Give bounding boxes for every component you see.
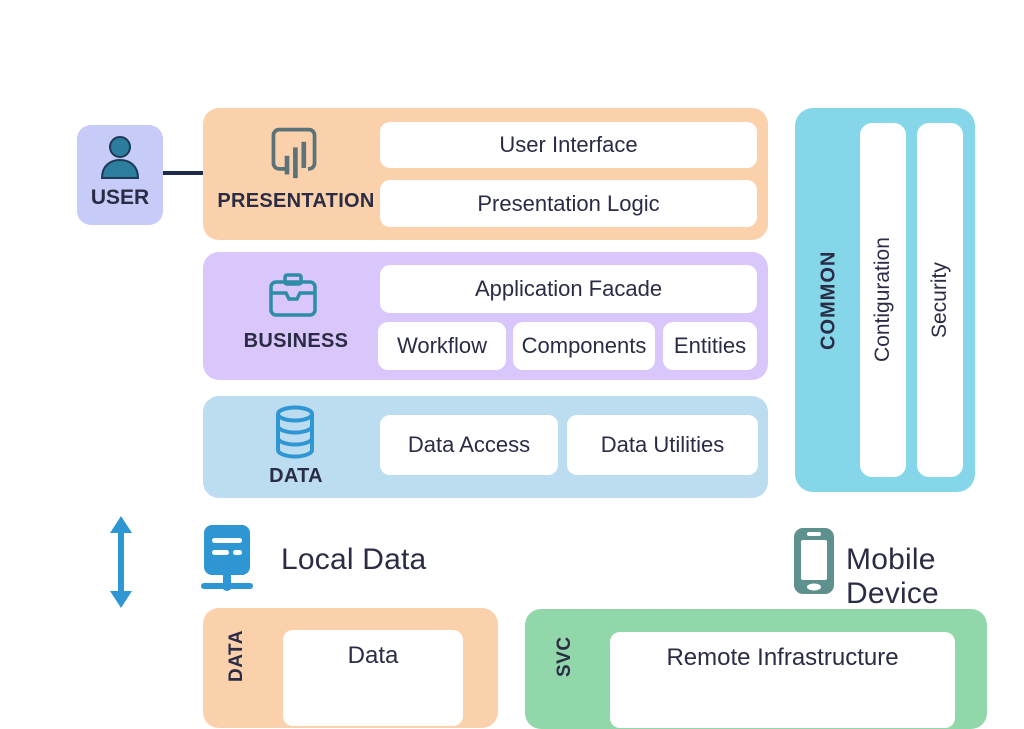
common-label: COMMON (817, 250, 840, 350)
svc-label: SVC (554, 636, 575, 678)
user-interface-box: User Interface (380, 122, 757, 168)
configuration-box: Contiguration (860, 123, 906, 477)
vertical-double-arrow-icon (108, 516, 134, 608)
business-layer: BUSINESS Application Facade Workflow Com… (203, 252, 768, 380)
person-icon (96, 134, 144, 182)
data-access-box: Data Access (380, 415, 558, 475)
user-box: USER (77, 125, 163, 225)
remote-infrastructure-box: Remote Infrastructure (610, 632, 955, 728)
mobile-device-caption: Mobile Device (846, 543, 939, 610)
svc-box: SVC Remote Infrastructure (525, 609, 987, 729)
components-box: Components (513, 322, 655, 370)
data-utilities-box: Data Utilities (567, 415, 758, 475)
entities-box: Entities (663, 322, 757, 370)
presentation-layer: PRESENTATION User Interface Presentation… (203, 108, 768, 240)
bottom-data-label: DATA (226, 630, 247, 682)
server-icon (199, 523, 255, 595)
data-layer: DATA Data Access Data Utilities (203, 396, 768, 498)
bottom-data-box: DATA Data (203, 608, 498, 728)
data-box: Data (283, 630, 463, 726)
database-icon (271, 405, 319, 463)
application-facade-box: Application Facade (380, 265, 757, 313)
local-data-caption: Local Data (281, 543, 427, 576)
smartphone-icon (790, 526, 838, 598)
presentation-label: PRESENTATION (217, 190, 375, 212)
workflow-box: Workflow (378, 322, 506, 370)
data-label: DATA (269, 465, 323, 487)
business-label: BUSINESS (243, 330, 349, 352)
presentation-logic-box: Presentation Logic (380, 180, 757, 227)
user-label: USER (90, 186, 150, 209)
architecture-diagram: USER PRESENTATION User Interface Present… (77, 108, 987, 729)
briefcase-icon (267, 272, 319, 320)
security-box: Security (917, 123, 963, 477)
common-column: COMMON Contiguration Security (795, 108, 975, 492)
user-presentation-connector (163, 171, 204, 175)
presentation-chart-icon (266, 121, 322, 185)
